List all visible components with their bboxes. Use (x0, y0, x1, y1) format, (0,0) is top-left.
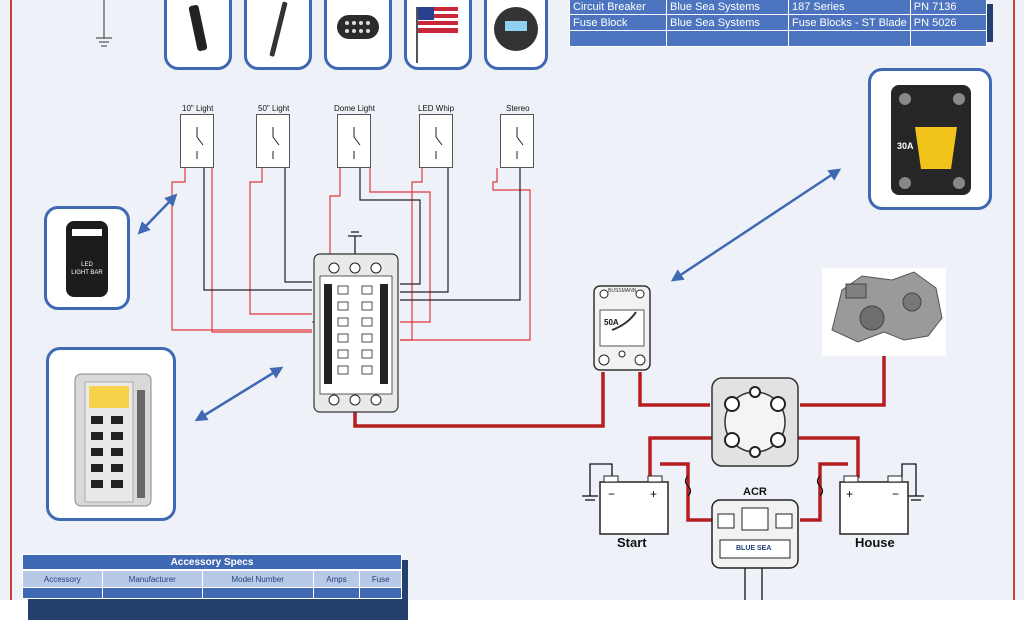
power-wires (353, 355, 886, 522)
bom-cell-part (909, 30, 988, 47)
table-cell (101, 587, 203, 599)
switch-symbol-icon (272, 127, 280, 159)
bom-cell-model: 187 Series (788, 0, 911, 15)
battery-house-label: House (855, 535, 895, 550)
bom-cell-model: Fuse Blocks - ST Blade (788, 14, 911, 31)
table-cell (22, 587, 103, 599)
column-header: Manufacturer (101, 570, 203, 588)
rocker-line1: LED (81, 262, 93, 268)
callout-arrows (137, 168, 842, 422)
accessory-specs-title: Accessory Specs (22, 554, 402, 570)
column-header: Model Number (201, 570, 314, 588)
bill-of-materials-table: Circuit Breaker Blue Sea Systems 187 Ser… (569, 0, 993, 47)
battery-grounds (582, 463, 924, 600)
switch-label-stereo: Stereo (506, 104, 530, 113)
bom-grid: Circuit Breaker Blue Sea Systems 187 Ser… (569, 0, 988, 47)
acr-label: ACR (743, 486, 767, 498)
battery-switch (711, 377, 799, 467)
ground-symbol-top (96, 0, 112, 47)
fuse-block-icon (74, 373, 152, 507)
bom-cell-part: PN 7136 (909, 0, 988, 15)
light-bar-icon (188, 5, 208, 51)
rocker-switch-photo: LED LIGHT BAR (44, 206, 130, 310)
breaker-brand: BUSSMANN (608, 288, 637, 294)
stereo-icon (494, 7, 538, 51)
bom-cell-item: Fuse Block (569, 14, 667, 31)
switch-label-50-light: 50" Light (258, 104, 290, 113)
battery-start: − + (599, 475, 669, 535)
fuse-block (313, 253, 399, 413)
inline-fuses (684, 475, 824, 497)
led-bar-icon (72, 229, 102, 236)
rocker-switch-legend: LED LIGHT BAR (66, 261, 108, 277)
fuse-block-photo (46, 347, 176, 521)
light-bar-50-photo (244, 0, 312, 70)
toggle-switch-stereo (500, 114, 534, 168)
column-header: Fuse (359, 570, 402, 588)
table-cell (312, 587, 361, 599)
bom-cell-model (788, 30, 911, 47)
battery-start-label: Start (617, 535, 647, 550)
left-border-line (10, 0, 12, 600)
acr-unit (711, 499, 799, 569)
breaker-rating: 50A (604, 318, 619, 327)
dome-light-photo (324, 0, 392, 70)
bom-cell-item (569, 30, 667, 47)
switch-symbol-icon (353, 127, 361, 159)
table-cell (201, 587, 314, 599)
table-row (569, 30, 988, 47)
column-header: Amps (312, 570, 361, 588)
toggle-switch-dome-light (337, 114, 371, 168)
breaker-photo-icon (891, 85, 971, 195)
engine-image (822, 268, 946, 356)
table-row: Circuit Breaker Blue Sea Systems 187 Ser… (569, 0, 988, 15)
wiring-layer: − + + − (96, 0, 946, 600)
toggle-switch-50-light (256, 114, 290, 168)
switch-label-10-light: 10" Light (182, 104, 214, 113)
column-header: Accessory (22, 570, 103, 588)
black-switch-wires (203, 168, 521, 301)
bom-cell-manufacturer (666, 30, 789, 47)
table-header-row: Accessory Manufacturer Model Number Amps… (22, 570, 402, 588)
rocker-line2: LIGHT BAR (71, 270, 103, 276)
stereo-photo (484, 0, 548, 70)
switch-symbol-icon (435, 127, 443, 159)
rocker-switch-body: LED LIGHT BAR (66, 221, 108, 297)
light-bar-long-icon (269, 1, 288, 57)
breaker-photo-rating: 30A (897, 141, 914, 151)
toggle-switch-led-whip (419, 114, 453, 168)
bom-cell-manufacturer: Blue Sea Systems (666, 0, 789, 15)
battery-house: + − (839, 475, 909, 535)
bom-cell-part: PN 5026 (909, 14, 988, 31)
svg-text:+: + (846, 487, 853, 501)
accessory-specs-grid: Accessory Manufacturer Model Number Amps… (22, 570, 402, 599)
light-bar-10-photo (164, 0, 232, 70)
switch-label-dome-light: Dome Light (334, 104, 375, 113)
flag-icon (416, 7, 458, 63)
breaker-30a-photo: 30A (868, 68, 992, 210)
switch-symbol-icon (196, 127, 204, 159)
table-row (22, 587, 402, 599)
dome-light-icon (337, 15, 379, 39)
svg-text:−: − (892, 487, 899, 501)
bom-cell-manufacturer: Blue Sea Systems (666, 14, 789, 31)
table-row: Fuse Block Blue Sea Systems Fuse Blocks … (569, 14, 988, 31)
svg-text:−: − (608, 487, 615, 501)
table-cell (359, 587, 402, 599)
switch-label-led-whip: LED Whip (418, 104, 455, 113)
bom-cell-item: Circuit Breaker (569, 0, 667, 15)
right-border-line (1013, 0, 1015, 600)
ground-symbol-fuse (348, 231, 362, 256)
svg-text:+: + (650, 487, 657, 501)
accessory-specs-table: Accessory Specs Accessory Manufacturer M… (22, 554, 408, 620)
switch-symbol-icon (516, 127, 524, 159)
led-whip-photo (404, 0, 472, 70)
acr-brand: BLUE SEA (736, 545, 772, 552)
breaker-50a (593, 285, 651, 371)
red-switch-wires (171, 168, 531, 341)
toggle-switch-10-light (180, 114, 214, 168)
